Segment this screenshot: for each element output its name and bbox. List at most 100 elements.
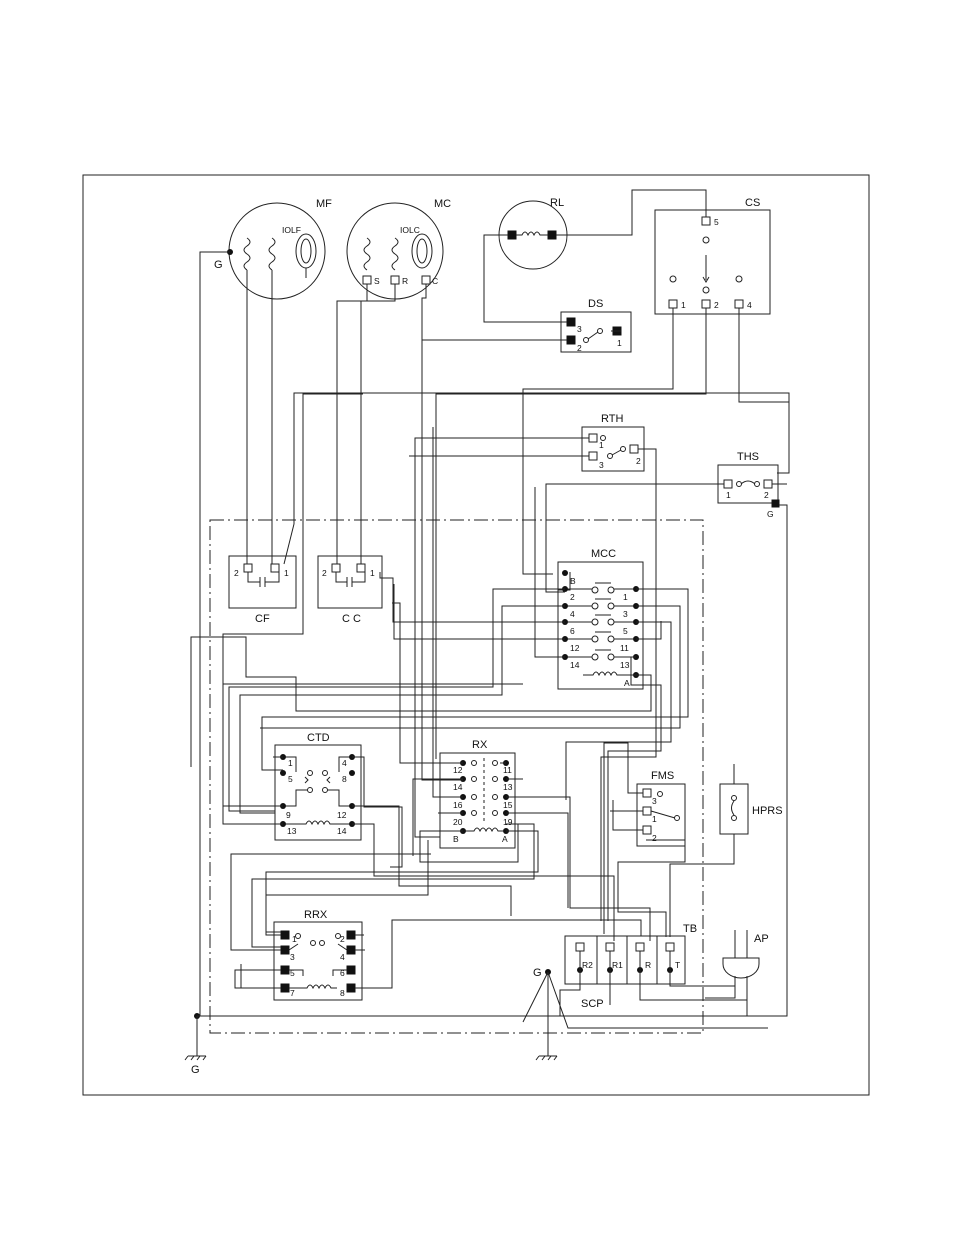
mcc-pin-12: 12 <box>570 643 580 653</box>
cs-switch: CS 5 1 2 4 <box>654 197 771 315</box>
ctd-pin-9: 9 <box>286 810 291 820</box>
iolf-label: IOLF <box>282 225 301 235</box>
cf-capacitor: CF 2 1 <box>228 555 297 625</box>
tb-terminal-block: TB R2 R1 R T SCP G <box>533 923 697 1010</box>
rx-pin-12: 12 <box>453 765 463 775</box>
ctd-timer: CTD 1 5 9 13 4 8 12 14 <box>274 732 362 841</box>
mcc-label: MCC <box>591 548 616 560</box>
cs-pin-1: 1 <box>681 300 686 310</box>
wiring <box>190 189 790 1048</box>
tb-label: TB <box>683 923 697 935</box>
mcc-pin-11: 11 <box>620 643 629 653</box>
rrx-pin-7: 7 <box>290 988 295 998</box>
rrx-pin-2: 2 <box>340 934 345 944</box>
tb-pin-r: R <box>645 960 651 970</box>
cc-pin-1: 1 <box>370 568 375 578</box>
fms-pin-1: 1 <box>652 814 657 824</box>
rrx-label: RRX <box>304 909 328 921</box>
rth-thermostat: RTH 1 3 2 <box>581 413 645 472</box>
mcc-pin-4: 4 <box>570 609 575 619</box>
mcc-pin-1: 1 <box>623 592 628 602</box>
rrx-pin-5: 5 <box>290 968 295 978</box>
mcc-pin-3: 3 <box>623 609 628 619</box>
hprs-label: HPRS <box>752 805 783 817</box>
ground-label-bottom: G <box>191 1064 200 1076</box>
scp-label: SCP <box>581 998 604 1010</box>
ths-thermostat: THS 1 2 G <box>717 451 780 519</box>
rl-component: RL <box>498 197 568 270</box>
mcc-pin-14: 14 <box>570 660 580 670</box>
cc-capacitor: C C 2 1 <box>317 555 383 625</box>
ds-pin-1: 1 <box>617 338 622 348</box>
fms-switch: FMS 3 1 2 <box>636 770 686 847</box>
mcc-pin-a: A <box>624 678 630 688</box>
mcc-pin-6: 6 <box>570 626 575 636</box>
mf-label: MF <box>316 198 332 210</box>
mf-fan-motor: MF IOLF G <box>214 198 332 300</box>
ctd-label: CTD <box>307 732 330 744</box>
rth-pin-2: 2 <box>636 456 641 466</box>
rrx-pin-4: 4 <box>340 952 345 962</box>
ds-pin-2: 2 <box>577 343 582 353</box>
rx-pin-a: A <box>502 834 508 844</box>
rx-relay: RX 12 14 16 20 B 11 13 15 19 A <box>439 739 516 849</box>
ds-label: DS <box>588 298 603 310</box>
iolc-label: IOLC <box>400 225 420 235</box>
rx-pin-b: B <box>453 834 459 844</box>
rth-pin-1: 1 <box>599 440 604 450</box>
ap-label: AP <box>754 933 769 945</box>
ap-power-plug: AP <box>722 930 769 979</box>
mc-pin-c: C <box>432 276 438 286</box>
ctd-pin-12: 12 <box>337 810 347 820</box>
ths-pin-2: 2 <box>764 490 769 500</box>
tb-pin-r1: R1 <box>612 960 623 970</box>
ctd-pin-5: 5 <box>288 774 293 784</box>
fms-label: FMS <box>651 770 674 782</box>
ctd-pin-14: 14 <box>337 826 347 836</box>
control-box-boundary <box>209 519 704 1034</box>
cf-pin-2: 2 <box>234 568 239 578</box>
rx-pin-19: 19 <box>503 817 513 827</box>
cs-label: CS <box>745 197 760 209</box>
mc-label: MC <box>434 198 451 210</box>
cc-pin-2: 2 <box>322 568 327 578</box>
fms-pin-3: 3 <box>652 796 657 806</box>
cc-label: C C <box>342 613 361 625</box>
ths-pin-1: 1 <box>726 490 731 500</box>
ground-symbols: G <box>184 1013 558 1076</box>
ds-switch: DS 3 2 1 <box>560 298 632 353</box>
mcc-pin-5: 5 <box>623 626 628 636</box>
rrx-pin-6: 6 <box>340 968 345 978</box>
rrx-pin-1: 1 <box>292 934 297 944</box>
rx-label: RX <box>472 739 488 751</box>
tb-ground-label: G <box>533 967 542 979</box>
rx-pin-15: 15 <box>503 800 513 810</box>
rl-label: RL <box>550 197 564 209</box>
mc-pin-s: S <box>374 276 380 286</box>
rth-pin-3: 3 <box>599 460 604 470</box>
mcc-contactor: MCC B 2 4 6 12 14 1 3 5 11 13 A <box>557 548 644 690</box>
mf-ground-label: G <box>214 259 223 271</box>
rx-pin-14: 14 <box>453 782 463 792</box>
tb-pin-r2: R2 <box>582 960 593 970</box>
ctd-pin-13: 13 <box>287 826 297 836</box>
mcc-pin-2: 2 <box>570 592 575 602</box>
cs-pin-5: 5 <box>714 217 719 227</box>
rrx-pin-8: 8 <box>340 988 345 998</box>
tb-pin-t: T <box>675 960 680 970</box>
rx-pin-16: 16 <box>453 800 463 810</box>
cf-pin-1: 1 <box>284 568 289 578</box>
rx-pin-13: 13 <box>503 782 513 792</box>
ctd-pin-8: 8 <box>342 774 347 784</box>
ds-pin-3: 3 <box>577 324 582 334</box>
ctd-pin-4: 4 <box>342 758 347 768</box>
mcc-pin-13: 13 <box>620 660 630 670</box>
cs-pin-2: 2 <box>714 300 719 310</box>
hprs-switch: HPRS <box>719 783 783 835</box>
ctd-pin-1: 1 <box>288 758 293 768</box>
rrx-relay: RRX 1 3 5 7 2 4 6 8 <box>273 909 363 1001</box>
diagram-frame <box>82 174 870 1096</box>
cf-label: CF <box>255 613 270 625</box>
rx-pin-20: 20 <box>453 817 463 827</box>
cs-pin-4: 4 <box>747 300 752 310</box>
